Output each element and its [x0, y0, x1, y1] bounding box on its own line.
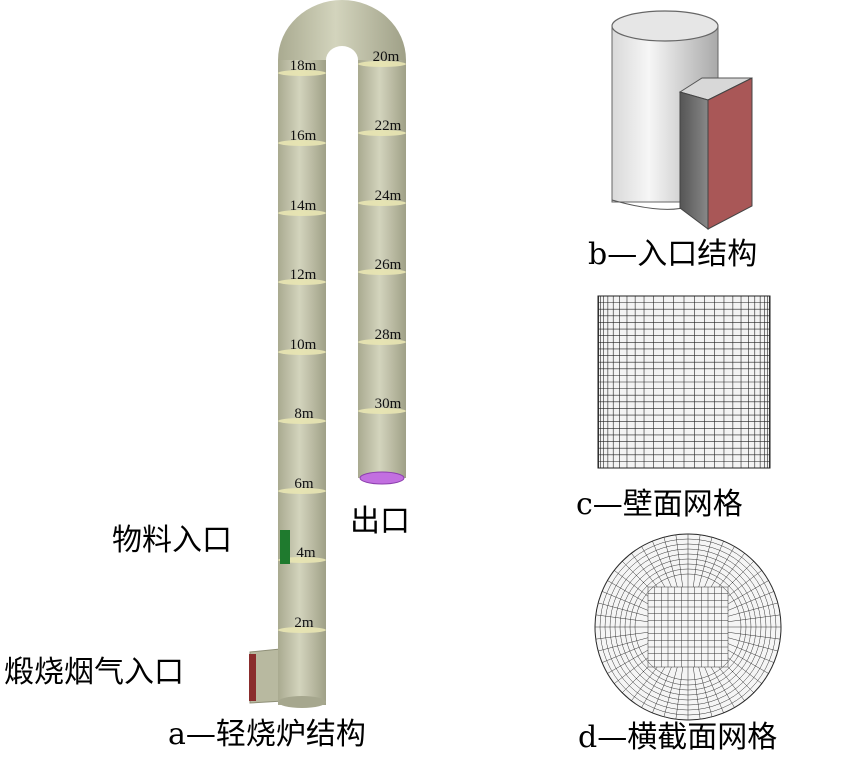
cross-mesh-spoke — [614, 570, 649, 597]
cross-mesh-spoke — [718, 553, 745, 588]
panel-c-caption: c—壁面网格 — [576, 487, 743, 522]
cross-mesh-spoke — [693, 666, 701, 720]
height-mark: 16m — [290, 128, 317, 144]
band-riser — [278, 627, 326, 633]
band-downcomer — [358, 200, 406, 206]
band-riser — [278, 418, 326, 424]
cross-mesh-spoke — [641, 666, 666, 708]
cross-mesh-spoke — [663, 537, 678, 588]
cross-mesh-spoke — [704, 540, 724, 588]
height-mark: 24m — [375, 188, 402, 204]
height-mark: 8m — [294, 406, 314, 422]
height-mark: 12m — [290, 267, 317, 283]
cross-mesh-spoke — [675, 666, 683, 720]
cross-mesh-spoke — [710, 666, 735, 708]
cross-mesh-spoke — [727, 637, 778, 652]
furnace-riser-bottom — [278, 696, 326, 708]
band-downcomer — [358, 339, 406, 345]
cross-mesh-spoke — [693, 534, 701, 588]
cross-mesh-spoke — [601, 643, 649, 663]
band-riser — [278, 140, 326, 146]
cross-mesh-spoke — [607, 580, 649, 605]
furnace-u-bend — [278, 0, 406, 60]
band-downcomer — [358, 130, 406, 136]
band-riser — [278, 70, 326, 76]
cross-mesh-spoke — [718, 666, 745, 701]
height-mark: 22m — [375, 118, 402, 134]
height-mark: 14m — [290, 198, 317, 214]
cross-mesh-spoke — [598, 602, 649, 617]
height-mark: 28m — [375, 327, 402, 343]
material-inlet-label: 物料入口 — [112, 523, 232, 558]
cross-mesh-spoke — [614, 657, 649, 684]
cross-mesh-spoke — [595, 614, 649, 622]
cross-mesh-spoke — [675, 534, 683, 588]
flue-gas-inlet-label: 煅烧烟气入口 — [4, 655, 184, 690]
cross-mesh-spoke — [727, 614, 781, 622]
panel-d-caption: d—横截面网格 — [578, 720, 778, 755]
cross-mesh-spoke — [704, 666, 724, 714]
cross-section-mesh — [594, 533, 782, 721]
height-mark: 2m — [294, 615, 314, 631]
cross-mesh-spoke — [727, 580, 769, 605]
height-mark: 6m — [294, 476, 314, 492]
cross-mesh-spoke — [710, 546, 735, 588]
band-riser — [278, 279, 326, 285]
band-riser — [278, 349, 326, 355]
cross-mesh-spoke — [727, 602, 778, 617]
furnace-structure: 2m 4m 6m 8m 10m 12m 14m 16m 18m 20m 22m … — [249, 0, 406, 708]
cross-mesh-spoke — [607, 649, 649, 674]
cross-mesh-spoke — [698, 537, 713, 588]
panel-a-caption: a—轻烧炉结构 — [168, 717, 366, 752]
cross-mesh-spoke — [727, 666, 754, 693]
height-mark: 26m — [375, 257, 402, 273]
cross-mesh-spoke — [663, 666, 678, 717]
flue-gas-inlet-marker — [249, 654, 256, 701]
cross-mesh-spoke — [652, 540, 672, 588]
band-downcomer — [358, 269, 406, 275]
cross-mesh-spoke — [631, 553, 658, 588]
wall-mesh — [597, 295, 771, 469]
height-mark: 18m — [290, 58, 317, 74]
material-inlet-marker — [280, 530, 290, 564]
height-mark: 10m — [290, 337, 317, 353]
band-riser — [278, 210, 326, 216]
inlet-structure — [611, 10, 753, 230]
cross-mesh-spoke — [727, 561, 754, 588]
inlet-cylinder-top — [611, 10, 719, 42]
cross-mesh-spoke — [652, 666, 672, 714]
inlet-duct-side — [679, 91, 709, 230]
cross-mesh-spoke — [595, 632, 649, 640]
band-downcomer — [358, 61, 406, 67]
cross-mesh-spoke — [727, 632, 781, 640]
band-downcomer — [358, 408, 406, 414]
cross-mesh-spoke — [727, 657, 762, 684]
cross-mesh-spoke — [641, 546, 666, 588]
outlet-label: 出口 — [350, 504, 410, 539]
cross-mesh-spoke — [727, 649, 769, 674]
cross-mesh-spoke — [622, 561, 649, 588]
band-riser — [278, 488, 326, 494]
cross-mesh-spoke — [727, 591, 775, 611]
panel-b-caption: b—入口结构 — [588, 237, 758, 272]
cross-mesh-spoke — [727, 643, 775, 663]
cross-mesh-spoke — [698, 666, 713, 717]
cross-mesh-spoke — [631, 666, 658, 701]
furnace-riser — [278, 60, 326, 705]
inlet-duct-face — [707, 77, 753, 230]
cross-mesh-spoke — [601, 591, 649, 611]
height-mark: 30m — [375, 396, 402, 412]
height-mark: 4m — [296, 545, 316, 561]
cross-mesh-spoke — [622, 666, 649, 693]
height-mark: 20m — [373, 49, 400, 65]
cross-mesh-spoke — [727, 570, 762, 597]
cross-mesh-spoke — [598, 637, 649, 652]
outlet-opening — [359, 471, 405, 485]
